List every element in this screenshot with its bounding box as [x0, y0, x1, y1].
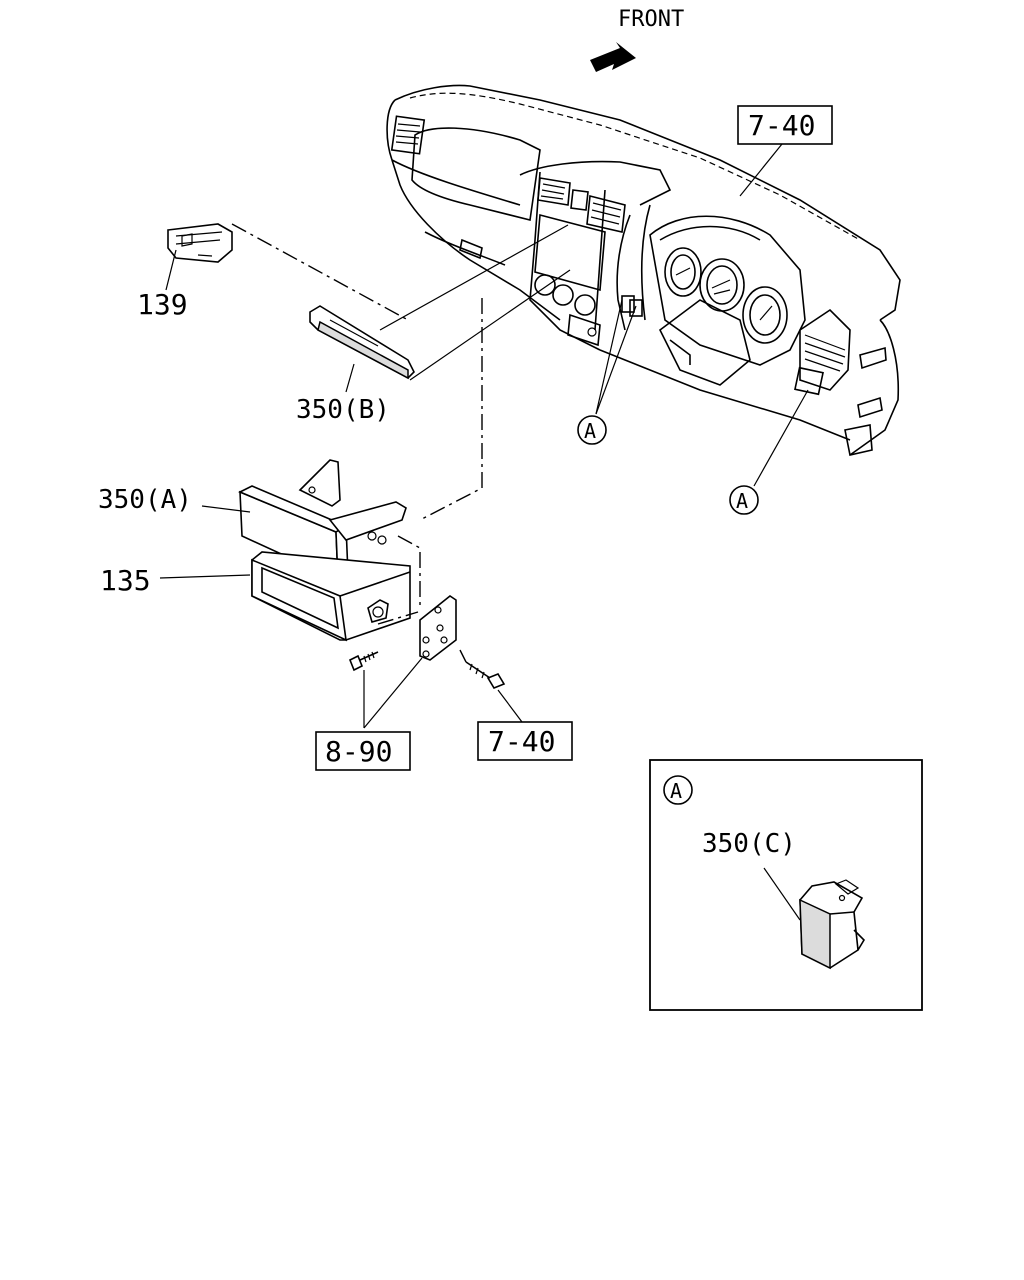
screw-left-icon: [348, 651, 379, 672]
callout-135-label: 135: [100, 564, 151, 597]
detail-marker-a-right-label: A: [736, 489, 748, 513]
part-350c-cover: [799, 879, 866, 970]
callout-screw-left-ref: 8-90: [315, 731, 411, 771]
part-350b-lid: [309, 305, 415, 380]
callout-dash-ref: 7-40: [737, 105, 833, 145]
part-139-pocket: [167, 223, 233, 263]
callout-screw-right-label: 7-40: [488, 725, 555, 758]
screw-right-icon: [465, 661, 506, 689]
callout-350a-label: 350(A): [98, 485, 192, 515]
side-bracket: [419, 595, 457, 661]
callout-dash-ref-label: 7-40: [748, 109, 815, 142]
front-arrow-icon: [590, 42, 636, 72]
detail-box-part-label: 350(C): [702, 829, 796, 859]
detail-marker-a-center-label: A: [584, 419, 596, 443]
part-135-housing: [251, 551, 411, 642]
front-label: FRONT: [618, 7, 684, 32]
front-indicator: FRONT: [590, 7, 684, 72]
callout-139-label: 139: [137, 288, 188, 321]
detail-marker-a-right: A: [729, 485, 759, 515]
detail-box-a: A 350(C): [649, 759, 923, 1011]
detail-marker-a-center: A: [577, 415, 607, 445]
callout-screw-right-ref: 7-40: [477, 721, 573, 761]
dashboard-assembly: [386, 84, 901, 456]
callout-350b-label: 350(B): [296, 395, 390, 425]
leader-lines: [159, 143, 809, 729]
detail-box-marker-label: A: [670, 779, 682, 803]
callout-screw-left-label: 8-90: [325, 735, 392, 768]
